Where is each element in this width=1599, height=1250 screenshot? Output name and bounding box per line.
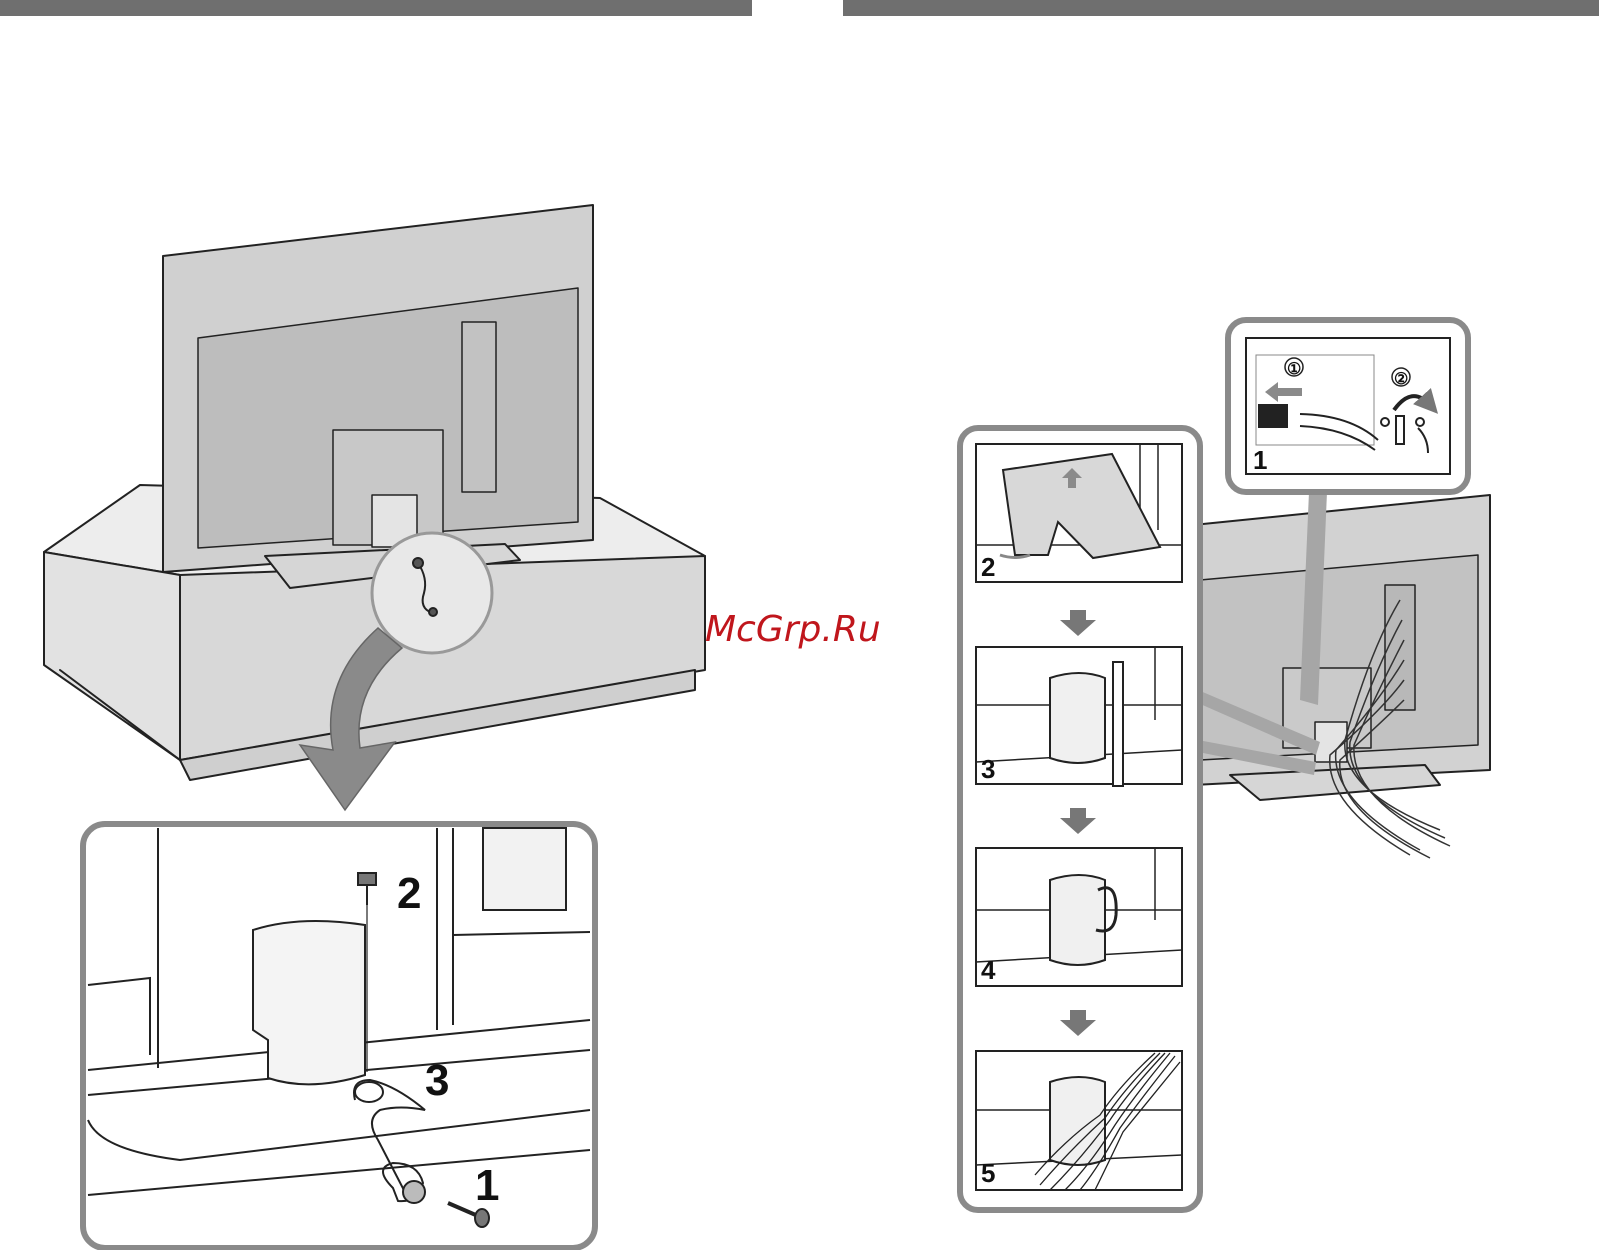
step-4-panel xyxy=(976,848,1182,986)
callout-step-2: 2 xyxy=(397,869,421,918)
step-5-label: 5 xyxy=(981,1158,995,1188)
step-2-label: 2 xyxy=(981,552,995,582)
top-callout-step-label: 1 xyxy=(1253,445,1267,475)
tv-cabinet-front xyxy=(44,552,180,760)
step-5-panel xyxy=(976,1051,1182,1190)
tv-rear-illustration xyxy=(1193,495,1490,858)
zoom-circle xyxy=(372,533,492,653)
header-bar-left xyxy=(0,0,752,16)
sub-step-1: ① xyxy=(1287,361,1301,378)
top-callout-step-1: ① ② 1 xyxy=(1228,320,1468,492)
tv-on-cabinet-illustration xyxy=(44,205,705,780)
tv-side-slot xyxy=(462,322,496,492)
steps-panel: 2 3 4 xyxy=(960,428,1200,1210)
left-detail-callout: 2 3 1 xyxy=(83,824,595,1248)
sub-step-2: ② xyxy=(1394,371,1408,388)
step-4-label: 4 xyxy=(981,955,996,985)
plug-icon xyxy=(1258,404,1288,428)
step-3-label: 3 xyxy=(981,754,995,784)
watermark-text: McGrp.Ru xyxy=(705,609,881,650)
callout-step-3: 3 xyxy=(425,1056,449,1105)
header-bar-right xyxy=(843,0,1599,16)
step-3-panel xyxy=(976,647,1182,786)
callout-step-1: 1 xyxy=(475,1161,499,1210)
step-2-panel xyxy=(976,444,1182,582)
